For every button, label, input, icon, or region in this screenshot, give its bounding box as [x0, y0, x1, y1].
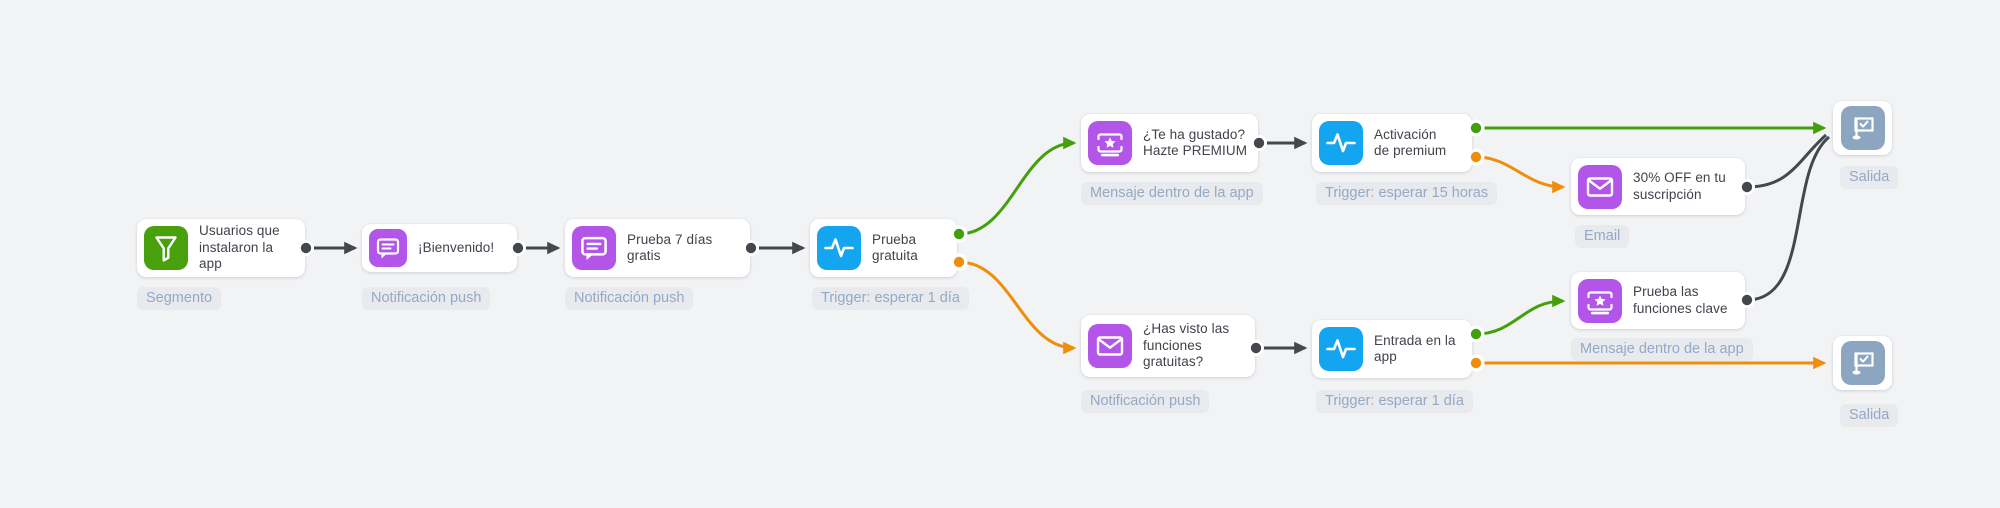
node-title: Entrada en la app [1374, 332, 1456, 365]
output-port-welcome[interactable] [510, 240, 526, 256]
flag-icon [1840, 341, 1885, 385]
node-welcome[interactable]: ¡Bienvenido! [362, 224, 517, 272]
node-app-entry[interactable]: Entrada en la app [1312, 320, 1472, 378]
node-free-features[interactable]: ¿Has visto las funciones gratuitas? [1081, 315, 1255, 377]
node-tag-app-entry: Trigger: esperar 1 día [1316, 390, 1473, 413]
node-discount-email[interactable]: 30% OFF en tu suscripción [1571, 158, 1745, 215]
edge-free-trial-premium-offer [958, 136, 1077, 236]
node-title: Activación de premium [1374, 126, 1447, 159]
node-tag-trial7: Notificación push [565, 287, 694, 310]
node-trial7[interactable]: Prueba 7 días gratis [565, 219, 750, 277]
pulse-icon [1319, 121, 1363, 165]
node-title: 30% OFF en tu suscripción [1633, 170, 1726, 202]
filter-icon [144, 226, 188, 270]
node-tag-key-features: Mensaje dentro de la app [1571, 338, 1753, 361]
node-title: Prueba 7 días gratis [627, 231, 713, 264]
output-port-premium-offer[interactable] [1251, 135, 1267, 151]
output-port-key-features[interactable] [1739, 292, 1755, 308]
node-title: Usuarios que instalaron la app [199, 223, 280, 272]
envelope-icon [1088, 324, 1132, 368]
node-segment[interactable]: Usuarios que instalaron la app [137, 219, 305, 277]
output-port-app-entry-no[interactable] [1467, 354, 1485, 372]
chat-bubble-icon [369, 229, 407, 267]
node-tag-free-features: Notificación push [1081, 390, 1210, 413]
node-tag-free-trial: Trigger: esperar 1 día [812, 287, 969, 310]
node-free-trial[interactable]: Prueba gratuita [810, 219, 957, 277]
output-port-trial7[interactable] [743, 240, 759, 256]
ticket-icon [1088, 121, 1132, 165]
output-port-app-entry-yes[interactable] [1467, 325, 1485, 343]
edge-discount-email-exit-top [1746, 133, 1827, 189]
output-port-activation-yes[interactable] [1467, 119, 1485, 137]
node-key-features[interactable]: Prueba las funciones clave [1571, 272, 1745, 329]
output-port-discount-email[interactable] [1739, 179, 1755, 195]
envelope-icon [1578, 164, 1622, 209]
node-title: ¿Has visto las funciones gratuitas? [1143, 321, 1230, 370]
node-tag-welcome: Notificación push [362, 287, 491, 310]
node-title: Prueba gratuita [872, 231, 918, 264]
output-port-free-trial-yes[interactable] [950, 225, 968, 243]
pulse-icon [817, 226, 861, 270]
node-tag-discount-email: Email [1575, 225, 1630, 248]
output-port-segment[interactable] [298, 240, 314, 256]
ticket-icon [1578, 278, 1622, 323]
edge-app-entry-key-features [1475, 294, 1566, 336]
chat-bubble-icon [572, 226, 616, 270]
node-title: Prueba las funciones clave [1633, 284, 1728, 316]
node-tag-premium-activation: Trigger: esperar 15 horas [1316, 182, 1498, 205]
node-tag-segment: Segmento [137, 287, 222, 310]
node-tag-exit-bottom: Salida [1840, 404, 1899, 427]
edge-activation-discount-email [1475, 155, 1566, 194]
node-title: ¿Te ha gustado? Hazte PREMIUM [1143, 126, 1248, 159]
node-exit-top[interactable] [1833, 101, 1892, 155]
output-port-free-trial-no[interactable] [950, 253, 968, 271]
edge-key-features-exit-top [1746, 135, 1830, 302]
edge-free-trial-free-features [958, 260, 1077, 355]
output-port-free-features[interactable] [1248, 340, 1264, 356]
pulse-icon [1319, 327, 1363, 371]
node-premium-activation[interactable]: Activación de premium [1312, 114, 1472, 172]
node-tag-premium-offer: Mensaje dentro de la app [1081, 182, 1263, 205]
flag-icon [1840, 106, 1885, 150]
node-premium-offer[interactable]: ¿Te ha gustado? Hazte PREMIUM [1081, 114, 1258, 172]
node-tag-exit-top: Salida [1840, 166, 1899, 189]
output-port-activation-no[interactable] [1467, 148, 1485, 166]
node-title: ¡Bienvenido! [418, 239, 495, 255]
node-exit-bottom[interactable] [1833, 336, 1892, 390]
